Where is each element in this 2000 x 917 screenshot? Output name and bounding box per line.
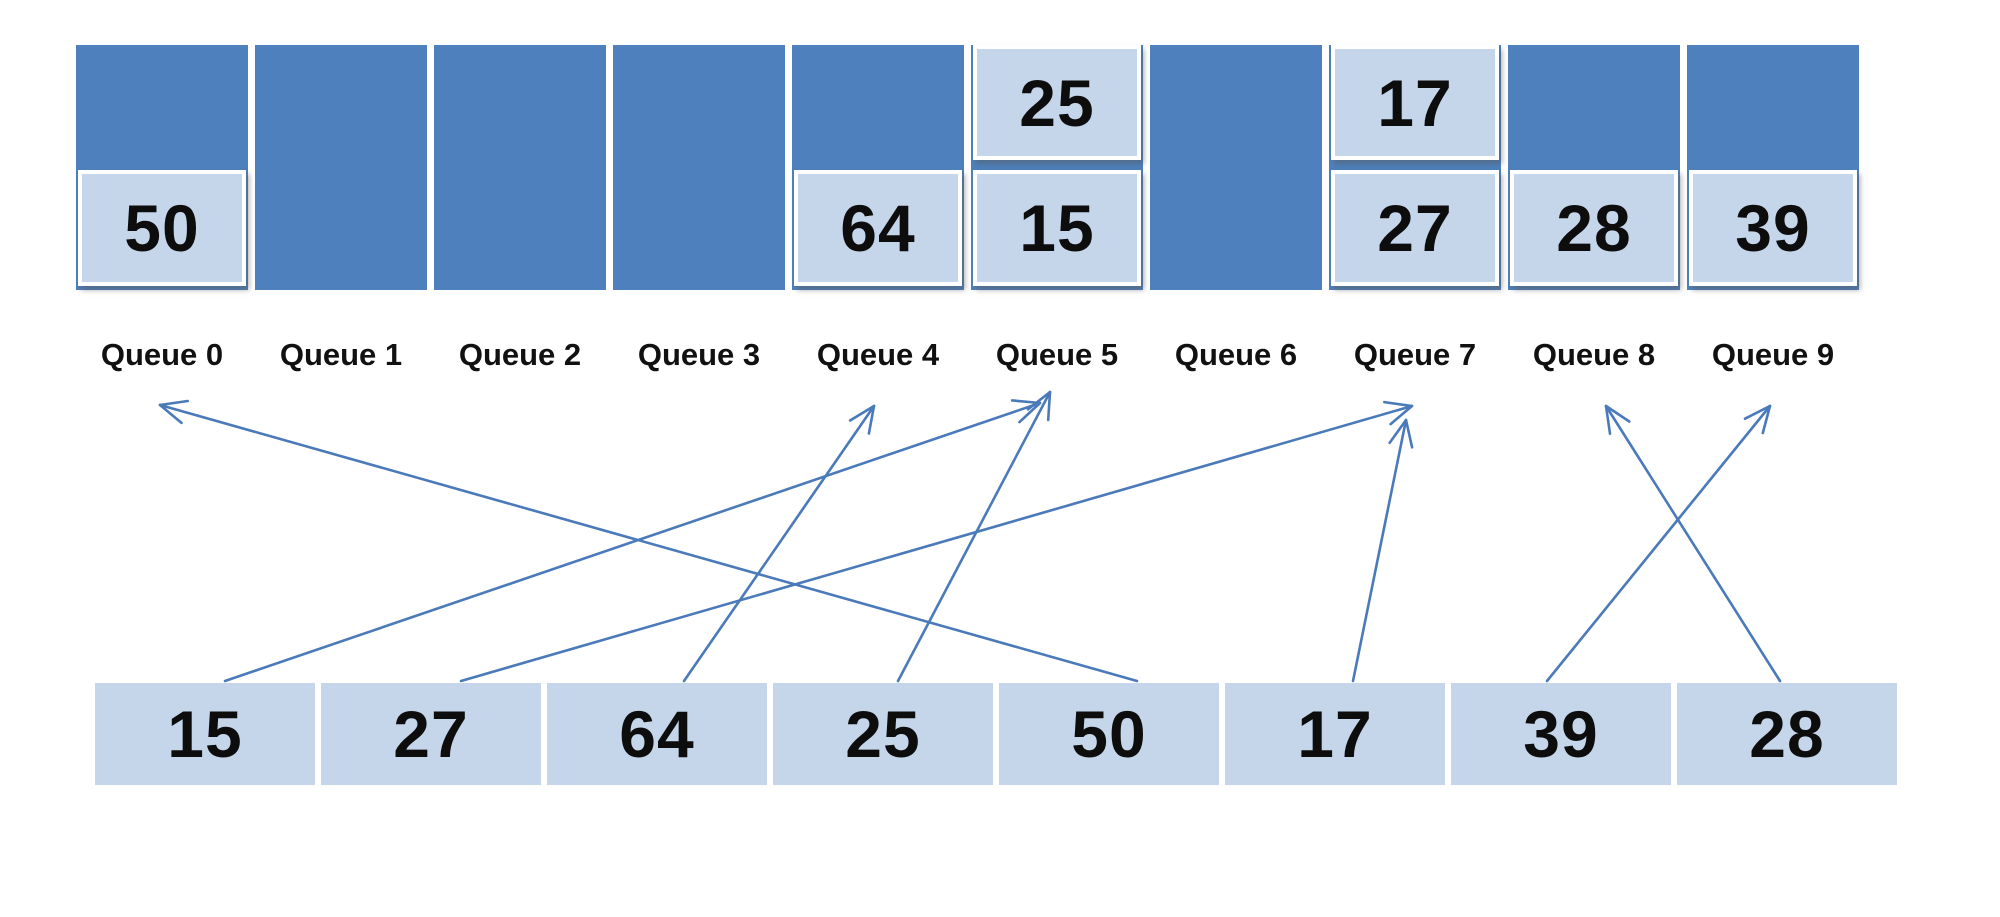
arrow-50-to-queue-0 <box>158 399 1139 683</box>
queue-2-column <box>434 45 606 290</box>
arrow-28-to-queue-8 <box>1604 404 1782 683</box>
arrowhead-barb <box>1018 401 1042 424</box>
arrow-17-to-queue-7 <box>1351 418 1414 683</box>
arrow-line <box>682 404 876 683</box>
arrowhead-barb <box>1389 404 1414 426</box>
array-cell-6: 39 <box>1451 683 1671 785</box>
arrowhead-barb <box>1026 390 1052 411</box>
arrowhead-barb <box>1388 418 1408 445</box>
queue-1-column <box>255 45 427 290</box>
queue-3-label: Queue 3 <box>637 337 761 372</box>
arrow-15-to-queue-5 <box>223 399 1042 683</box>
queue-7-label: Queue 7 <box>1353 337 1477 372</box>
array-cell-5: 17 <box>1225 683 1445 785</box>
queue-4-cell-bottom: 64 <box>794 170 962 286</box>
queue-1-label: Queue 1 <box>279 337 403 372</box>
arrow-line <box>896 390 1052 683</box>
arrowhead-barb <box>158 403 183 425</box>
queue-7-cell-bottom: 27 <box>1331 170 1499 286</box>
arrow-line <box>1351 418 1408 683</box>
arrowhead-barb <box>1604 404 1631 423</box>
arrowhead-barb <box>1743 404 1772 421</box>
queue-9-cell-bottom: 39 <box>1689 170 1857 286</box>
array-cell-7: 28 <box>1677 683 1897 785</box>
queue-8-cell-bottom: 28 <box>1510 170 1678 286</box>
arrow-25-to-queue-5 <box>896 390 1052 683</box>
arrow-line <box>223 401 1042 683</box>
arrow-line <box>459 404 1414 683</box>
arrowhead-barb <box>848 404 876 422</box>
arrowhead-barb <box>1404 418 1414 449</box>
queue-0-label: Queue 0 <box>100 337 224 372</box>
queue-0-cell-bottom: 50 <box>78 170 246 286</box>
queue-9-column: 39 <box>1687 45 1859 290</box>
queue-5-label: Queue 5 <box>995 337 1119 372</box>
arrowhead-barb <box>867 404 876 435</box>
queue-6-column <box>1150 45 1322 290</box>
arrowhead-barb <box>1761 404 1772 435</box>
arrow-27-to-queue-7 <box>459 400 1414 683</box>
queue-6-label: Queue 6 <box>1174 337 1298 372</box>
array-cell-2: 64 <box>547 683 767 785</box>
arrow-line <box>1604 404 1782 683</box>
queue-4-column: 64 <box>792 45 964 290</box>
queue-8-column: 28 <box>1508 45 1680 290</box>
queue-4-label: Queue 4 <box>816 337 940 372</box>
arrow-line <box>1545 404 1772 683</box>
array-cell-4: 50 <box>999 683 1219 785</box>
queue-3-column <box>613 45 785 290</box>
queue-9-label: Queue 9 <box>1711 337 1835 372</box>
queue-7-cell-top: 17 <box>1331 45 1499 160</box>
arrow-64-to-queue-4 <box>682 404 876 683</box>
queue-0-column: 50 <box>76 45 248 290</box>
queue-5-cell-bottom: 15 <box>973 170 1141 286</box>
array-cell-1: 27 <box>321 683 541 785</box>
array-cell-0: 15 <box>95 683 315 785</box>
array-cell-3: 25 <box>773 683 993 785</box>
arrow-39-to-queue-9 <box>1545 404 1772 683</box>
queue-2-label: Queue 2 <box>458 337 582 372</box>
arrowhead-barb <box>1383 400 1414 408</box>
arrowhead-barb <box>1046 390 1052 422</box>
arrowhead-barb <box>158 399 189 407</box>
queue-5-cell-top: 25 <box>973 45 1141 160</box>
arrowhead-barb <box>1604 404 1612 436</box>
queue-8-label: Queue 8 <box>1532 337 1656 372</box>
arrow-line <box>158 403 1139 683</box>
